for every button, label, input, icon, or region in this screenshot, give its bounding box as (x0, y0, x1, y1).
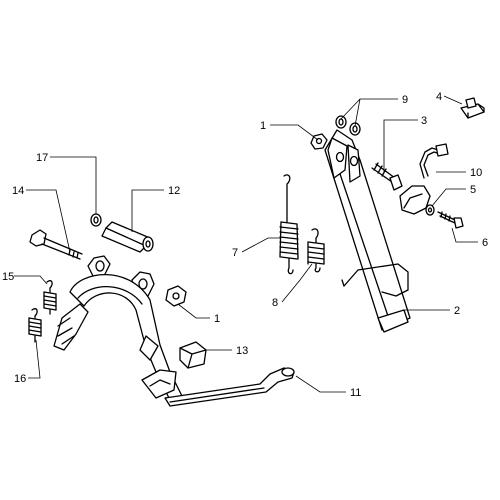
callout-1-top: 1 (260, 120, 266, 132)
callout-7: 7 (232, 247, 238, 259)
callout-3: 3 (421, 115, 427, 127)
part-rubber-pad (460, 97, 485, 119)
part-side-stand (324, 129, 411, 333)
callout-17: 17 (36, 152, 48, 164)
part-clip (90, 213, 102, 227)
callout-10: 10 (470, 167, 482, 179)
part-spring-long (279, 174, 299, 275)
callout-6: 6 (482, 237, 488, 249)
callout-11: 11 (350, 387, 361, 399)
part-rubber-block (179, 341, 207, 369)
callout-9: 9 (402, 94, 408, 106)
leader-lines (14, 95, 478, 393)
callout-1-lower: 1 (214, 313, 220, 325)
callout-8: 8 (272, 297, 278, 309)
part-washer-5 (425, 204, 435, 216)
callout-14: 14 (12, 185, 24, 197)
callout-16: 16 (14, 373, 26, 385)
part-kill-switch (399, 143, 449, 215)
callout-2: 2 (454, 305, 460, 317)
part-bolt (371, 162, 403, 191)
part-center-stand (53, 255, 295, 407)
callout-labels: 1 9 4 3 10 5 6 2 7 8 17 12 14 15 16 1 13… (2, 91, 488, 399)
part-sleeve (101, 221, 154, 253)
callout-15: 15 (2, 271, 14, 283)
part-spring-16 (28, 308, 42, 343)
part-pivot-bolt (29, 229, 83, 260)
callout-12: 12 (168, 185, 180, 197)
part-screw (437, 211, 464, 229)
callout-5: 5 (470, 184, 476, 196)
part-nut-lower (165, 285, 187, 307)
part-washers (335, 115, 361, 136)
callout-13: 13 (236, 345, 248, 357)
part-spring-15 (43, 280, 57, 315)
callout-4: 4 (436, 91, 442, 103)
part-spring-short (307, 228, 325, 273)
